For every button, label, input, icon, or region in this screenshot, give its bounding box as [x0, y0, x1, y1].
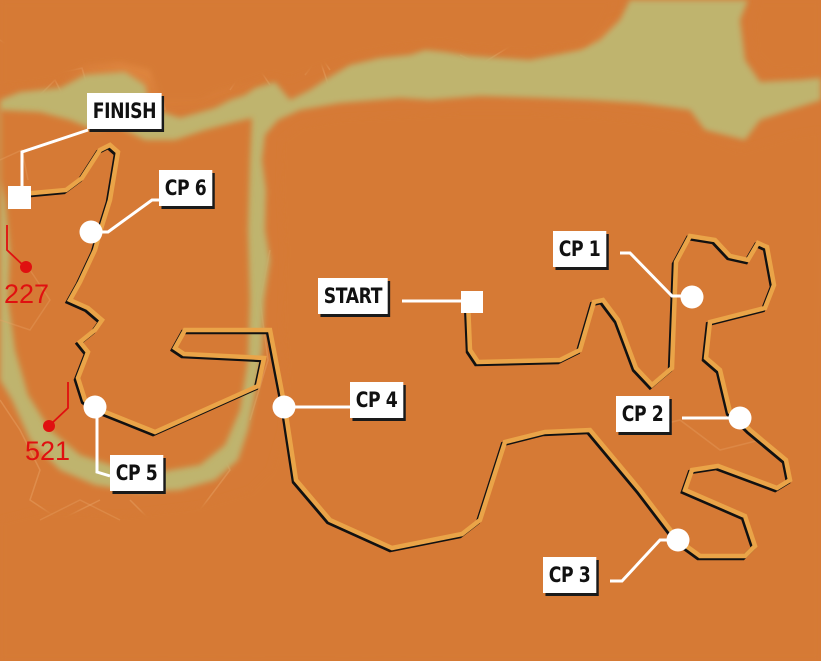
- start-marker-icon[interactable]: [461, 291, 483, 313]
- cp3-label[interactable]: CP 3: [543, 557, 597, 593]
- cp2-label[interactable]: CP 2: [616, 396, 670, 432]
- cp4-label[interactable]: CP 4: [350, 382, 404, 418]
- red-dot-icon[interactable]: [43, 420, 55, 432]
- marker-521-value: 521: [25, 436, 71, 466]
- start-label[interactable]: START: [318, 278, 388, 314]
- cp1-marker-icon[interactable]: [680, 285, 704, 309]
- cp5-label[interactable]: CP 5: [110, 455, 164, 491]
- leader-line-finish: [20, 128, 89, 196]
- finish-marker-icon[interactable]: [8, 186, 31, 209]
- finish-label[interactable]: FINISH: [87, 93, 162, 129]
- marker-227-line: [6, 225, 27, 269]
- cp1-label[interactable]: CP 1: [553, 231, 607, 267]
- red-dot-icon[interactable]: [20, 261, 32, 273]
- checkpoint-markers: [79, 220, 752, 552]
- marker-521-line: [49, 382, 69, 426]
- cp6-marker-icon[interactable]: [79, 220, 103, 244]
- cp5-marker-icon[interactable]: [83, 395, 107, 419]
- cp6-label[interactable]: CP 6: [159, 170, 213, 206]
- cp4-marker-icon[interactable]: [272, 395, 296, 419]
- cp3-marker-icon[interactable]: [666, 528, 690, 552]
- red-annotations: [6, 225, 69, 426]
- cp2-marker-icon[interactable]: [728, 406, 752, 430]
- leader-line-cp5: [95, 408, 111, 478]
- marker-227-value: 227: [4, 279, 50, 309]
